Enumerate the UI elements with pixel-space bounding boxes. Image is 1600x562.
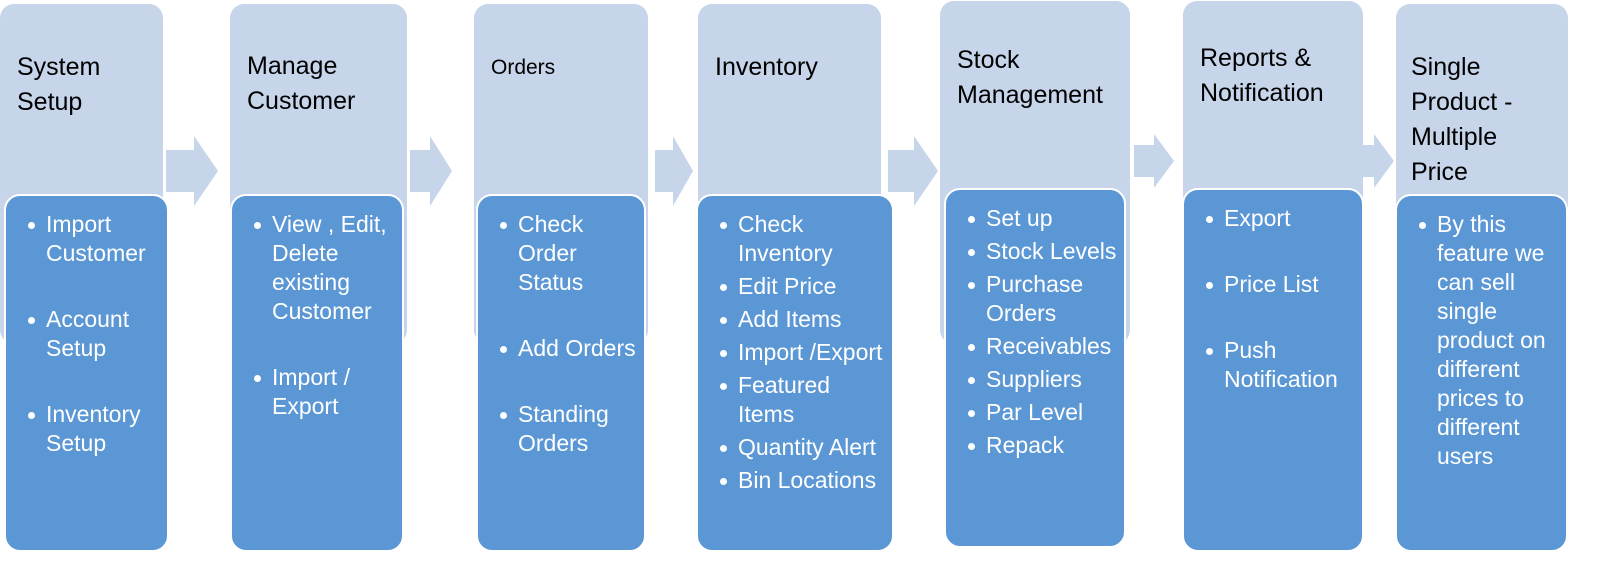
step-2-list: View , Edit, Delete existing Customer Im… [246,210,396,421]
step-3-list: Check Order Status Add Orders Standing O… [492,210,638,458]
step-1-title: System Setup [17,53,101,116]
step-6-title: Reports & Notification [1200,44,1324,107]
list-item: Standing Orders [492,400,638,458]
list-item: Export [1198,204,1356,233]
list-item: Inventory Setup [20,400,161,458]
step-5-body: Set up Stock Levels Purchase Orders Rece… [944,188,1126,548]
list-item: Check Inventory [712,210,886,268]
arrow-right-icon [888,136,938,206]
list-item: Add Orders [492,334,638,363]
list-item: Featured Items [712,371,886,429]
step-6-list: Export Price List Push Notification [1198,204,1356,394]
step-2-title: Manage Customer [247,52,356,115]
step-2-body: View , Edit, Delete existing Customer Im… [230,194,404,552]
arrow-right-icon [410,136,452,206]
list-item: Suppliers [960,365,1118,394]
list-item: Purchase Orders [960,270,1118,328]
arrow-right-icon [1356,134,1394,188]
list-item: Account Setup [20,305,161,363]
list-item: Import Customer [20,210,161,268]
step-3-body: Check Order Status Add Orders Standing O… [476,194,646,552]
list-item: Push Notification [1198,336,1356,394]
step-6-body: Export Price List Push Notification [1182,188,1364,552]
list-item: Import /Export [712,338,886,367]
arrow-right-icon [655,136,693,206]
step-7-title: Single Product - Multiple Price [1411,53,1513,186]
list-item: Price List [1198,270,1356,299]
list-item: Import / Export [246,363,396,421]
step-4-body: Check Inventory Edit Price Add Items Imp… [696,194,894,552]
step-1-body: Import Customer Account Setup Inventory … [4,194,169,552]
list-item: Par Level [960,398,1118,427]
step-7-body: By this feature we can sell single produ… [1395,194,1568,552]
list-item: Set up [960,204,1118,233]
step-5-list: Set up Stock Levels Purchase Orders Rece… [960,204,1118,460]
step-7-list: By this feature we can sell single produ… [1411,210,1556,471]
list-item: Add Items [712,305,886,334]
step-4-title: Inventory [715,53,818,81]
list-item: Bin Locations [712,466,886,495]
list-item: Repack [960,431,1118,460]
arrow-right-icon [166,136,218,206]
step-4-list: Check Inventory Edit Price Add Items Imp… [712,210,886,495]
step-3-title: Orders [491,56,556,79]
arrow-right-icon [1134,134,1174,188]
list-item: Quantity Alert [712,433,886,462]
list-item: Check Order Status [492,210,638,297]
list-item: Edit Price [712,272,886,301]
list-item: By this feature we can sell single produ… [1411,210,1556,471]
list-item: Stock Levels [960,237,1118,266]
list-item: Receivables [960,332,1118,361]
step-5-title: Stock Management [957,46,1103,109]
list-item: View , Edit, Delete existing Customer [246,210,396,326]
step-1-list: Import Customer Account Setup Inventory … [20,210,161,458]
